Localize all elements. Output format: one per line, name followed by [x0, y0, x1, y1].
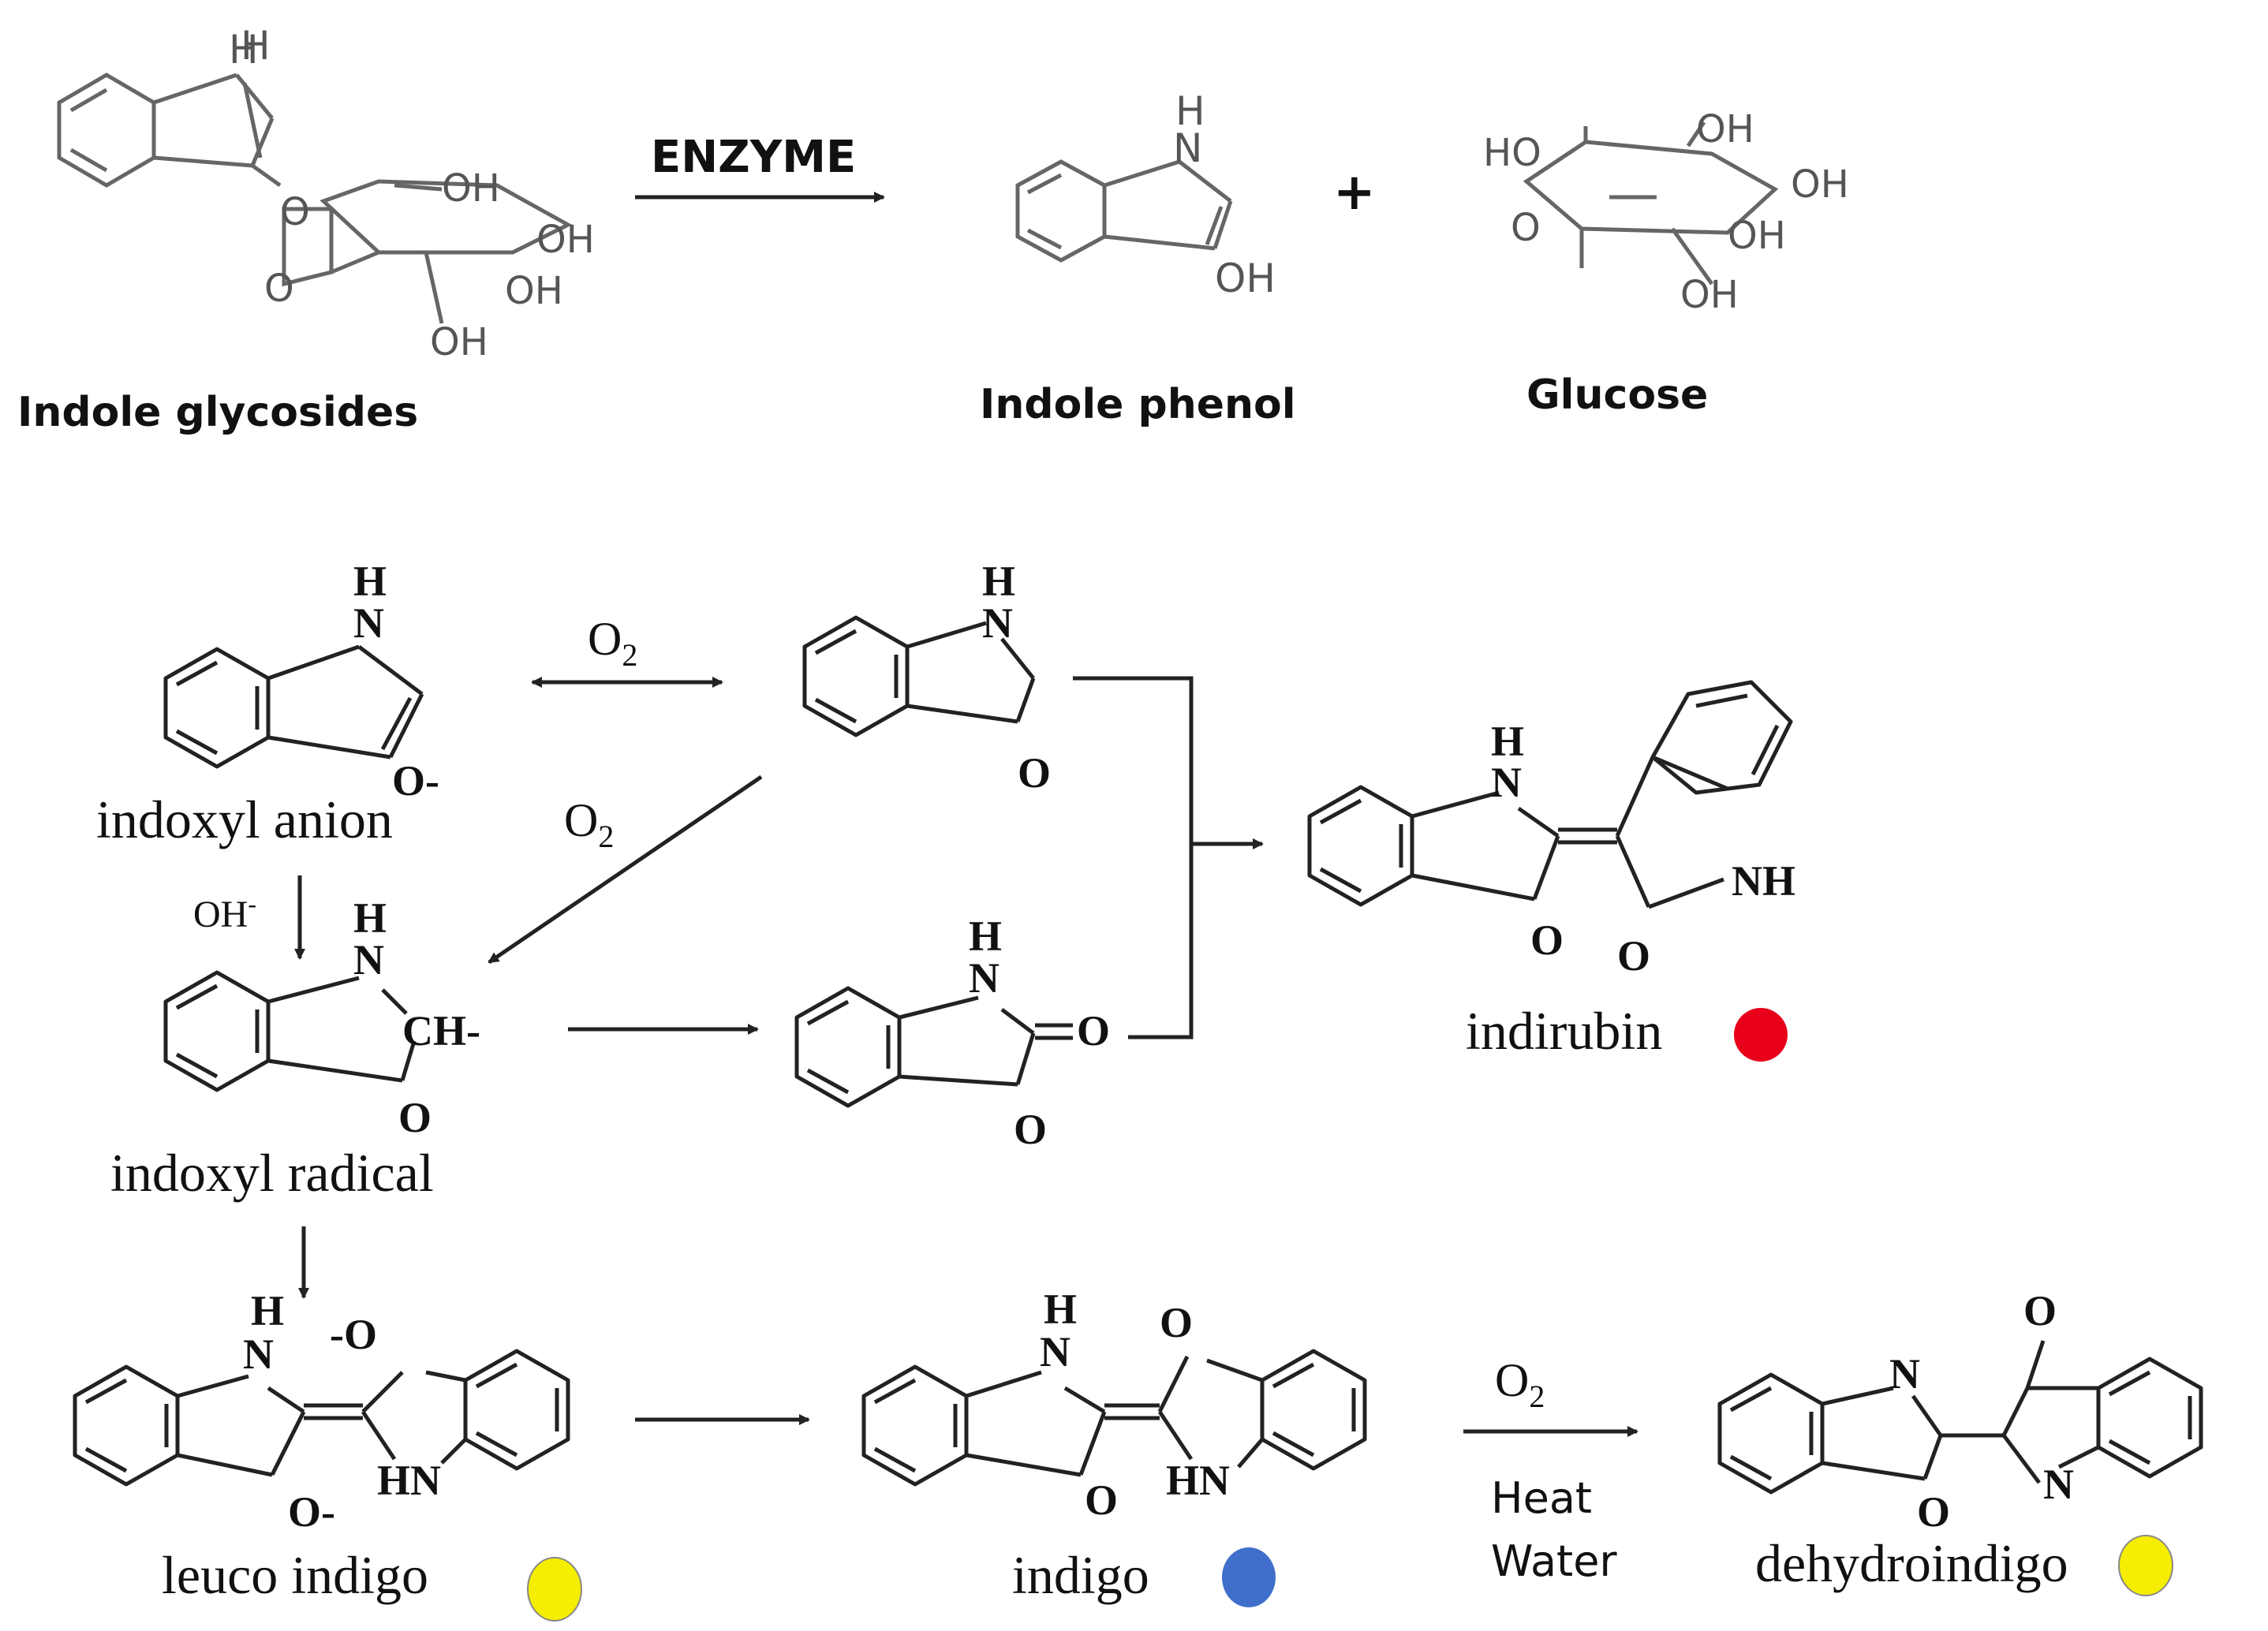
glucose-structure [1523, 121, 1779, 286]
indole-glycoside-structure: H [57, 27, 573, 324]
atom-o-minus: O- [288, 1488, 335, 1536]
dehydroindigo-structure [1717, 1340, 2203, 1495]
atom-o: O [1014, 1106, 1047, 1153]
atom-n: N [1889, 1350, 1920, 1398]
atom-label: H [229, 27, 259, 73]
atom-h: H [1491, 718, 1524, 765]
atom-n: N [243, 1331, 274, 1378]
oh-minus-label: OH- [193, 890, 256, 935]
atom-n: N [969, 954, 999, 1002]
dehydroindigo-color-dot [2118, 1535, 2173, 1596]
atom-hn: HN [1166, 1457, 1230, 1504]
water-label: Water [1491, 1536, 1617, 1586]
indole-glycosides-label: Indole glycosides [17, 389, 418, 436]
glucose-label: Glucose [1526, 371, 1708, 419]
atom-nh: NH [1732, 857, 1795, 905]
atom-o: O [264, 267, 294, 311]
atom-oh: OH [1680, 273, 1739, 317]
indoxyl-radical-structure [163, 970, 417, 1092]
atom-o: O [398, 1094, 432, 1141]
dehydroindigo-label: dehydroindigo [1755, 1533, 2068, 1593]
atom-n: N [2043, 1461, 2074, 1508]
atom-o: O [1917, 1488, 1950, 1536]
heat-label: Heat [1491, 1473, 1592, 1523]
atom-ho: HO [1483, 131, 1541, 175]
atom-h: H [241, 23, 271, 69]
isatin-structure [794, 986, 1073, 1108]
o2-label: O2 [1495, 1354, 1545, 1414]
indoxyl-radical-label: indoxyl radical [110, 1143, 434, 1203]
atom-h: H [353, 558, 387, 605]
atom-o: O [1077, 1007, 1110, 1054]
atom-h: H [251, 1287, 284, 1334]
atom-oh: OH [1728, 214, 1786, 258]
o2-label: O2 [564, 794, 614, 854]
leuco-indigo-structure [73, 1349, 570, 1487]
o2-label: O2 [588, 613, 637, 673]
atom-h: H [1044, 1286, 1077, 1333]
atom-o: O [280, 190, 310, 234]
atom-n: N [353, 599, 384, 647]
convergence-bracket [1073, 676, 1194, 1039]
atom-oh: OH [1791, 162, 1849, 207]
atom-o: O [1160, 1299, 1193, 1346]
atom-hn: HN [377, 1457, 441, 1504]
atom-oh: OH [442, 166, 500, 211]
atom-h: H [1175, 88, 1205, 134]
atom-o-minus: O- [392, 757, 439, 804]
indigo-color-dot [1222, 1547, 1276, 1607]
atom-ch-minus: CH- [402, 1007, 480, 1054]
indoxyl-anion-label: indoxyl anion [96, 789, 393, 849]
indirubin-structure [1307, 680, 1793, 909]
atom-o: O [2023, 1287, 2057, 1334]
atom-o: O [1085, 1476, 1118, 1524]
atom-oh: OH [536, 218, 595, 262]
atom-oh: OH [1696, 107, 1754, 151]
indigo-label: indigo [1012, 1545, 1149, 1605]
enzyme-label: ENZYME [651, 132, 856, 183]
atom-n: N [982, 599, 1013, 647]
atom-n: N [1491, 759, 1522, 806]
atom-h: H [969, 913, 1002, 960]
atom-minus-o: -O [330, 1311, 377, 1358]
atom-o: O [1530, 916, 1564, 964]
leuco-indigo-color-dot [527, 1557, 582, 1622]
atom-o: O [1617, 932, 1650, 980]
atom-n: N [1040, 1328, 1070, 1375]
indoxyl-anion-structure [163, 644, 424, 769]
indirubin-label: indirubin [1466, 1001, 1662, 1061]
indole-phenol-label: Indole phenol [980, 381, 1296, 428]
atom-o: O [1018, 749, 1051, 797]
indigo-structure [861, 1349, 1367, 1487]
atom-oh: OH [505, 269, 563, 313]
atom-n: N [1173, 125, 1202, 171]
atom-oh: OH [430, 320, 488, 364]
atom-h: H [353, 894, 387, 942]
o2-diagonal-arrow [488, 774, 763, 965]
leuco-indigo-label: leuco indigo [162, 1545, 428, 1605]
atom-h: H [982, 558, 1015, 605]
indoxyl-keto-structure [802, 615, 1036, 737]
atom-n: N [353, 936, 384, 983]
indirubin-color-dot [1734, 1008, 1788, 1062]
atom-oh: OH [1215, 256, 1276, 301]
indole-phenol-structure [1015, 159, 1233, 263]
plus-sign: + [1333, 163, 1376, 222]
atom-o: O [1511, 206, 1541, 250]
